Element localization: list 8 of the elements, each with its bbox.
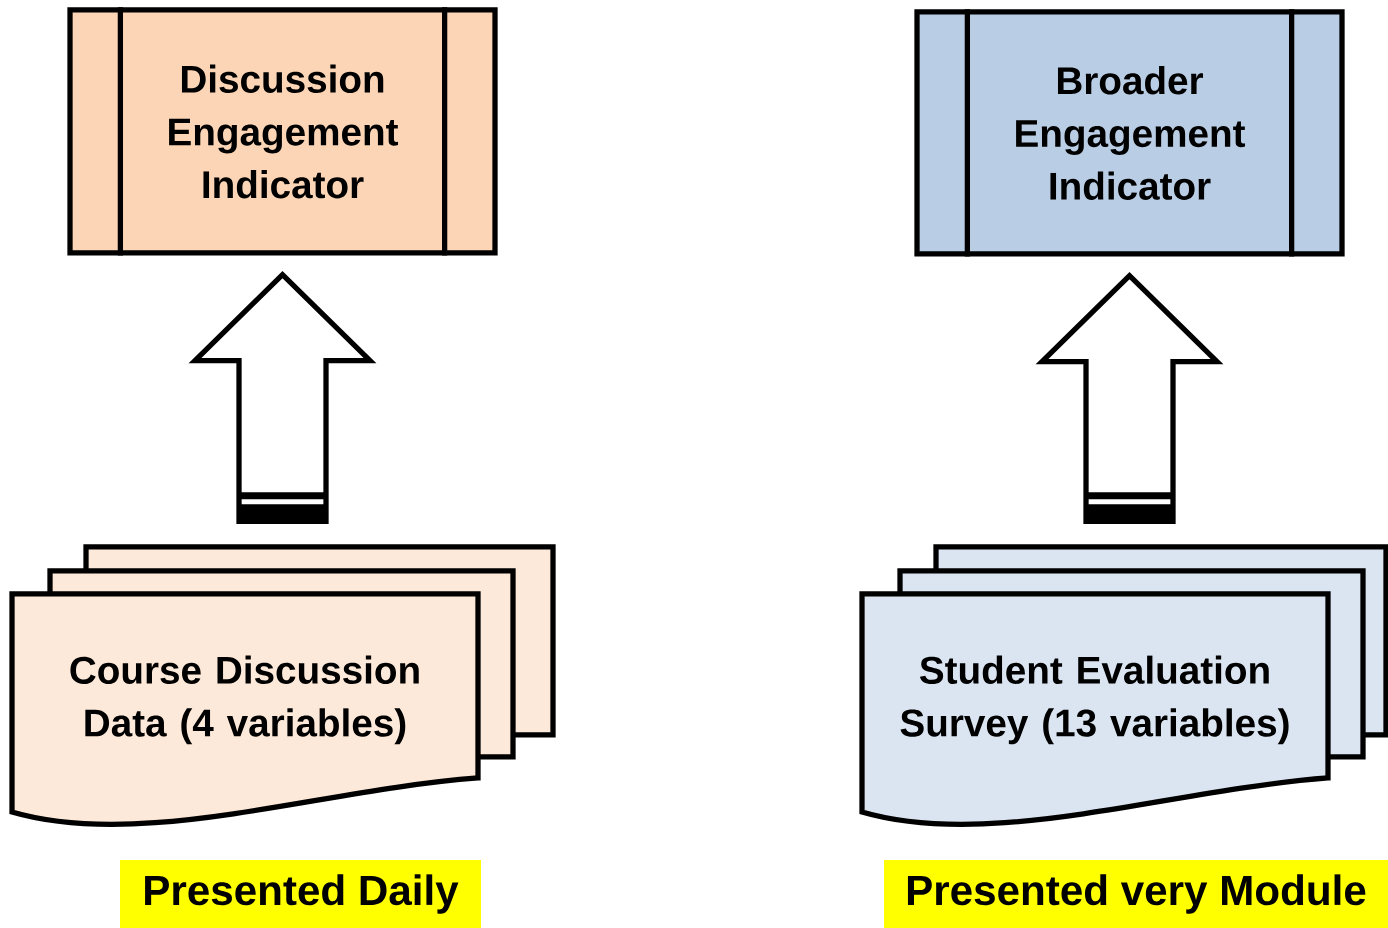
document-stack: Student Evaluation Survey (13 variables) [859,544,1388,828]
highlighted-label: Presented Daily [120,860,481,928]
document-stack: Course Discussion Data (4 variables) [9,544,556,828]
block-arrow [1035,271,1224,524]
process-box: Discussion Engagement Indicator [67,7,498,256]
process-box: Broader Engagement Indicator [914,9,1345,257]
highlighted-label: Presented very Module [884,860,1388,928]
block-arrow [188,270,377,524]
